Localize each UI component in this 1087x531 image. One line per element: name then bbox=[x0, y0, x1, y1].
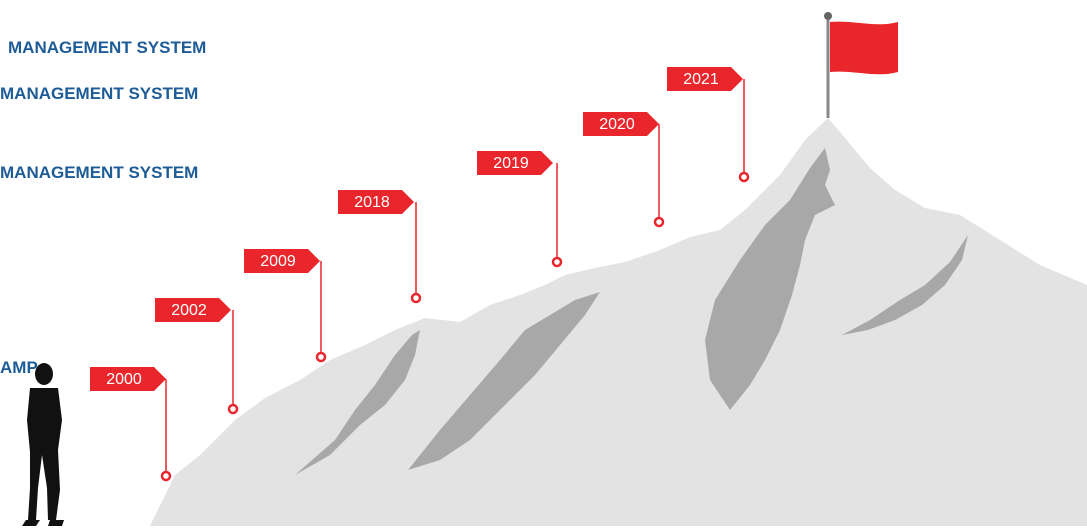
side-label-1: MANAGEMENT SYSTEM bbox=[8, 38, 207, 57]
side-label-2: MANAGEMENT SYSTEM bbox=[0, 84, 199, 103]
milestone-2018: 2018 bbox=[338, 190, 422, 304]
milestone-dot bbox=[410, 292, 422, 304]
milestone-tag bbox=[90, 367, 166, 391]
milestone-tag bbox=[583, 112, 659, 136]
side-label-3: MANAGEMENT SYSTEM bbox=[0, 163, 199, 182]
milestone-year-label: 2021 bbox=[683, 71, 719, 88]
milestone-tag bbox=[244, 249, 320, 273]
milestone-tag bbox=[667, 67, 743, 91]
milestone-year-label: 2002 bbox=[171, 302, 207, 319]
mountain-shadow bbox=[842, 235, 968, 335]
milestones-layer: 2000 2002 2009 2018 2019 2020 2021 bbox=[90, 67, 750, 482]
milestone-tag bbox=[155, 298, 231, 322]
milestone-year-label: 2018 bbox=[354, 194, 390, 211]
milestone-year-label: 2009 bbox=[260, 253, 296, 270]
milestone-2002: 2002 bbox=[155, 298, 239, 415]
mountain-shadow bbox=[705, 148, 835, 410]
milestone-year-label: 2019 bbox=[493, 155, 529, 172]
milestone-dot bbox=[738, 171, 750, 183]
milestone-2019: 2019 bbox=[477, 151, 563, 268]
milestone-dot bbox=[653, 216, 665, 228]
milestone-year-label: 2000 bbox=[106, 371, 142, 388]
mountain bbox=[150, 118, 1087, 526]
flag-icon bbox=[824, 12, 898, 118]
milestone-2009: 2009 bbox=[244, 249, 327, 363]
milestone-2020: 2020 bbox=[583, 112, 665, 228]
person-silhouette-icon bbox=[22, 363, 64, 526]
milestone-dot bbox=[160, 470, 172, 482]
milestone-dot bbox=[551, 256, 563, 268]
milestone-2000: 2000 bbox=[90, 367, 172, 482]
milestone-dot bbox=[227, 403, 239, 415]
milestone-tag bbox=[477, 151, 553, 175]
milestone-dot bbox=[315, 351, 327, 363]
mountain-shadow bbox=[408, 292, 600, 470]
milestone-2021: 2021 bbox=[667, 67, 750, 183]
milestone-tag bbox=[338, 190, 414, 214]
mountain-shadow bbox=[295, 330, 420, 475]
side-label-4: AMP bbox=[0, 358, 38, 377]
milestone-year-label: 2020 bbox=[599, 116, 635, 133]
